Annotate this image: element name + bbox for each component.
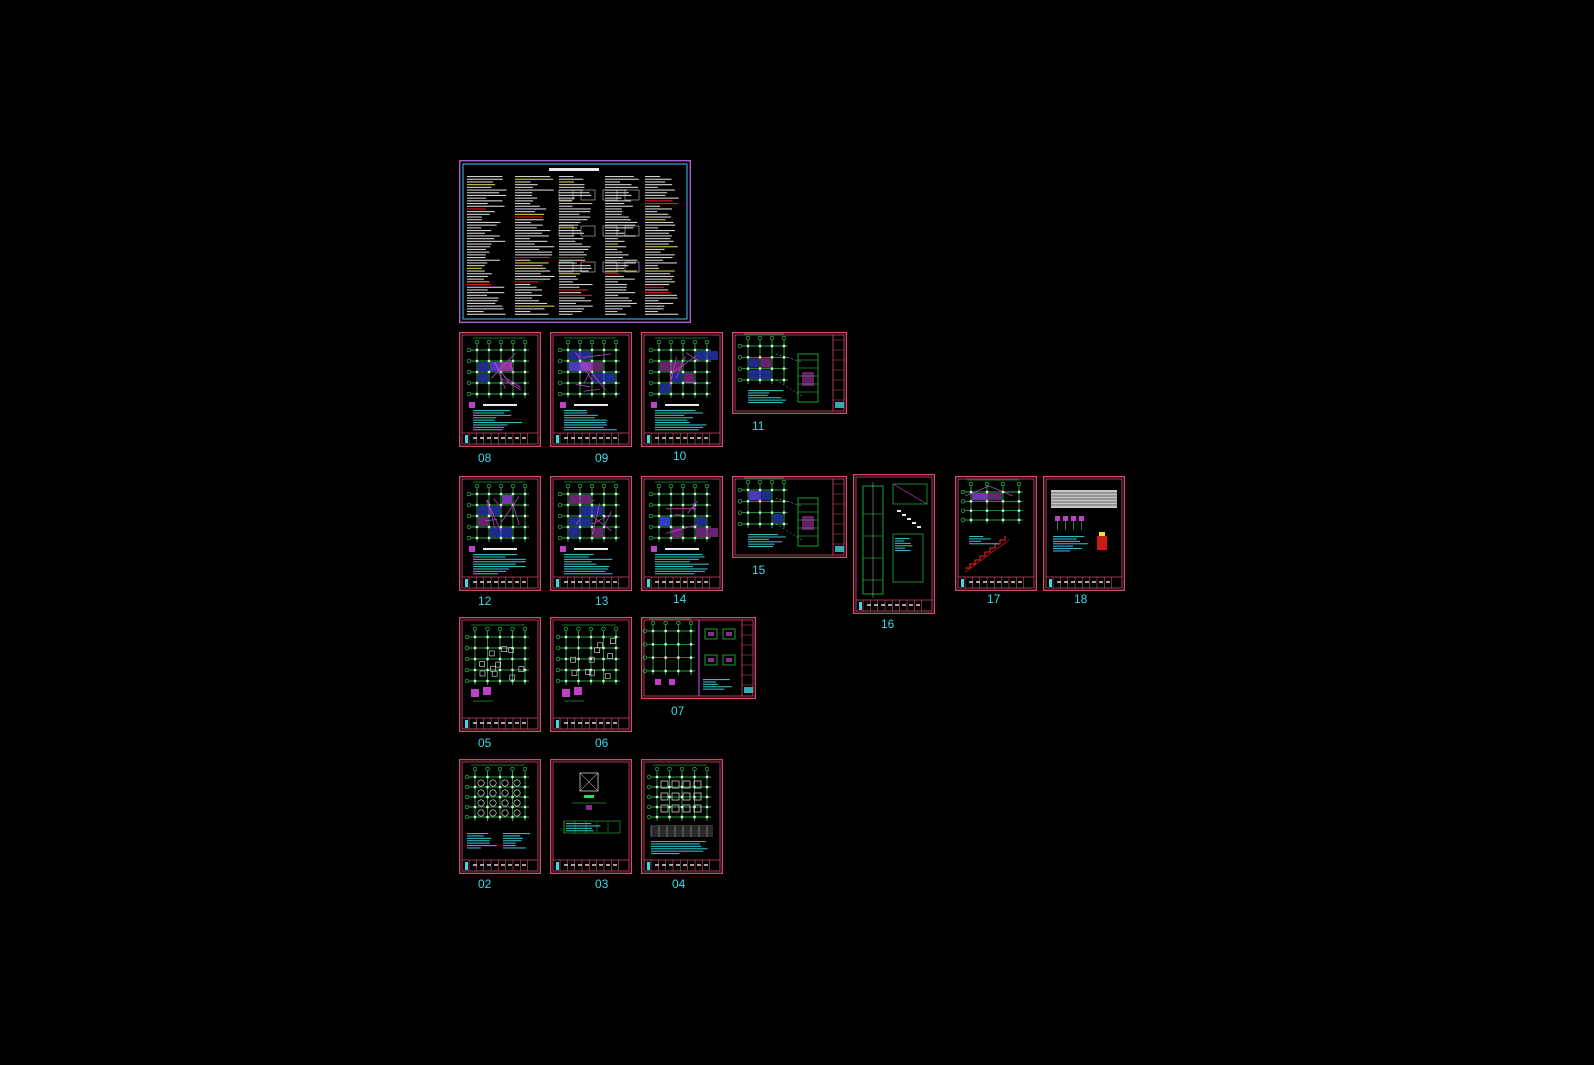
sheet-14-graphic (641, 476, 723, 591)
sheet-15-graphic (732, 476, 847, 558)
sheet-03-graphic (550, 759, 632, 874)
sheet-label-03: 03 (595, 877, 609, 891)
sheet-label-07: 07 (671, 704, 685, 718)
drawing-sheet-04[interactable] (641, 759, 723, 874)
sheet-label-11: 11 (752, 419, 765, 433)
drawing-sheet-07[interactable] (641, 617, 756, 699)
sheet-02-graphic (459, 759, 541, 874)
sheet-label-06: 06 (595, 736, 609, 750)
sheet-label-16: 16 (881, 617, 895, 631)
sheet-label-17: 17 (987, 592, 1001, 606)
sheet-label-10: 10 (673, 449, 687, 463)
sheet-18-graphic (1043, 476, 1125, 591)
sheet-label-13: 13 (595, 594, 609, 608)
drawing-sheet-06[interactable] (550, 617, 632, 732)
sheet-cover-graphic (459, 160, 691, 323)
drawing-sheet-09[interactable] (550, 332, 632, 447)
drawing-sheet-15[interactable] (732, 476, 847, 558)
sheet-08-graphic (459, 332, 541, 447)
drawing-sheet-13[interactable] (550, 476, 632, 591)
drawing-sheet-16[interactable] (853, 474, 935, 614)
drawing-sheet-11[interactable] (732, 332, 847, 414)
drawing-sheet-03[interactable] (550, 759, 632, 874)
drawing-sheet-12[interactable] (459, 476, 541, 591)
drawing-sheet-14[interactable] (641, 476, 723, 591)
sheet-label-02: 02 (478, 877, 492, 891)
sheet-17-graphic (955, 476, 1037, 591)
sheet-05-graphic (459, 617, 541, 732)
drawing-sheet-08[interactable] (459, 332, 541, 447)
sheet-label-15: 15 (752, 563, 766, 577)
sheet-label-05: 05 (478, 736, 492, 750)
sheet-06-graphic (550, 617, 632, 732)
sheet-label-09: 09 (595, 451, 609, 465)
sheet-16-graphic (853, 474, 935, 614)
sheet-label-14: 14 (673, 592, 687, 606)
drawing-sheet-05[interactable] (459, 617, 541, 732)
sheet-07-graphic (641, 617, 756, 699)
sheet-label-12: 12 (478, 594, 492, 608)
sheet-10-graphic (641, 332, 723, 447)
drawing-sheet-cover[interactable] (459, 160, 691, 323)
drawing-sheet-10[interactable] (641, 332, 723, 447)
sheet-label-04: 04 (672, 877, 686, 891)
sheet-12-graphic (459, 476, 541, 591)
drawing-sheet-02[interactable] (459, 759, 541, 874)
sheet-11-graphic (732, 332, 847, 414)
sheet-label-18: 18 (1074, 592, 1088, 606)
sheet-09-graphic (550, 332, 632, 447)
drawing-sheet-17[interactable] (955, 476, 1037, 591)
drawing-sheet-18[interactable] (1043, 476, 1125, 591)
sheet-04-graphic (641, 759, 723, 874)
sheet-label-08: 08 (478, 451, 492, 465)
sheet-13-graphic (550, 476, 632, 591)
